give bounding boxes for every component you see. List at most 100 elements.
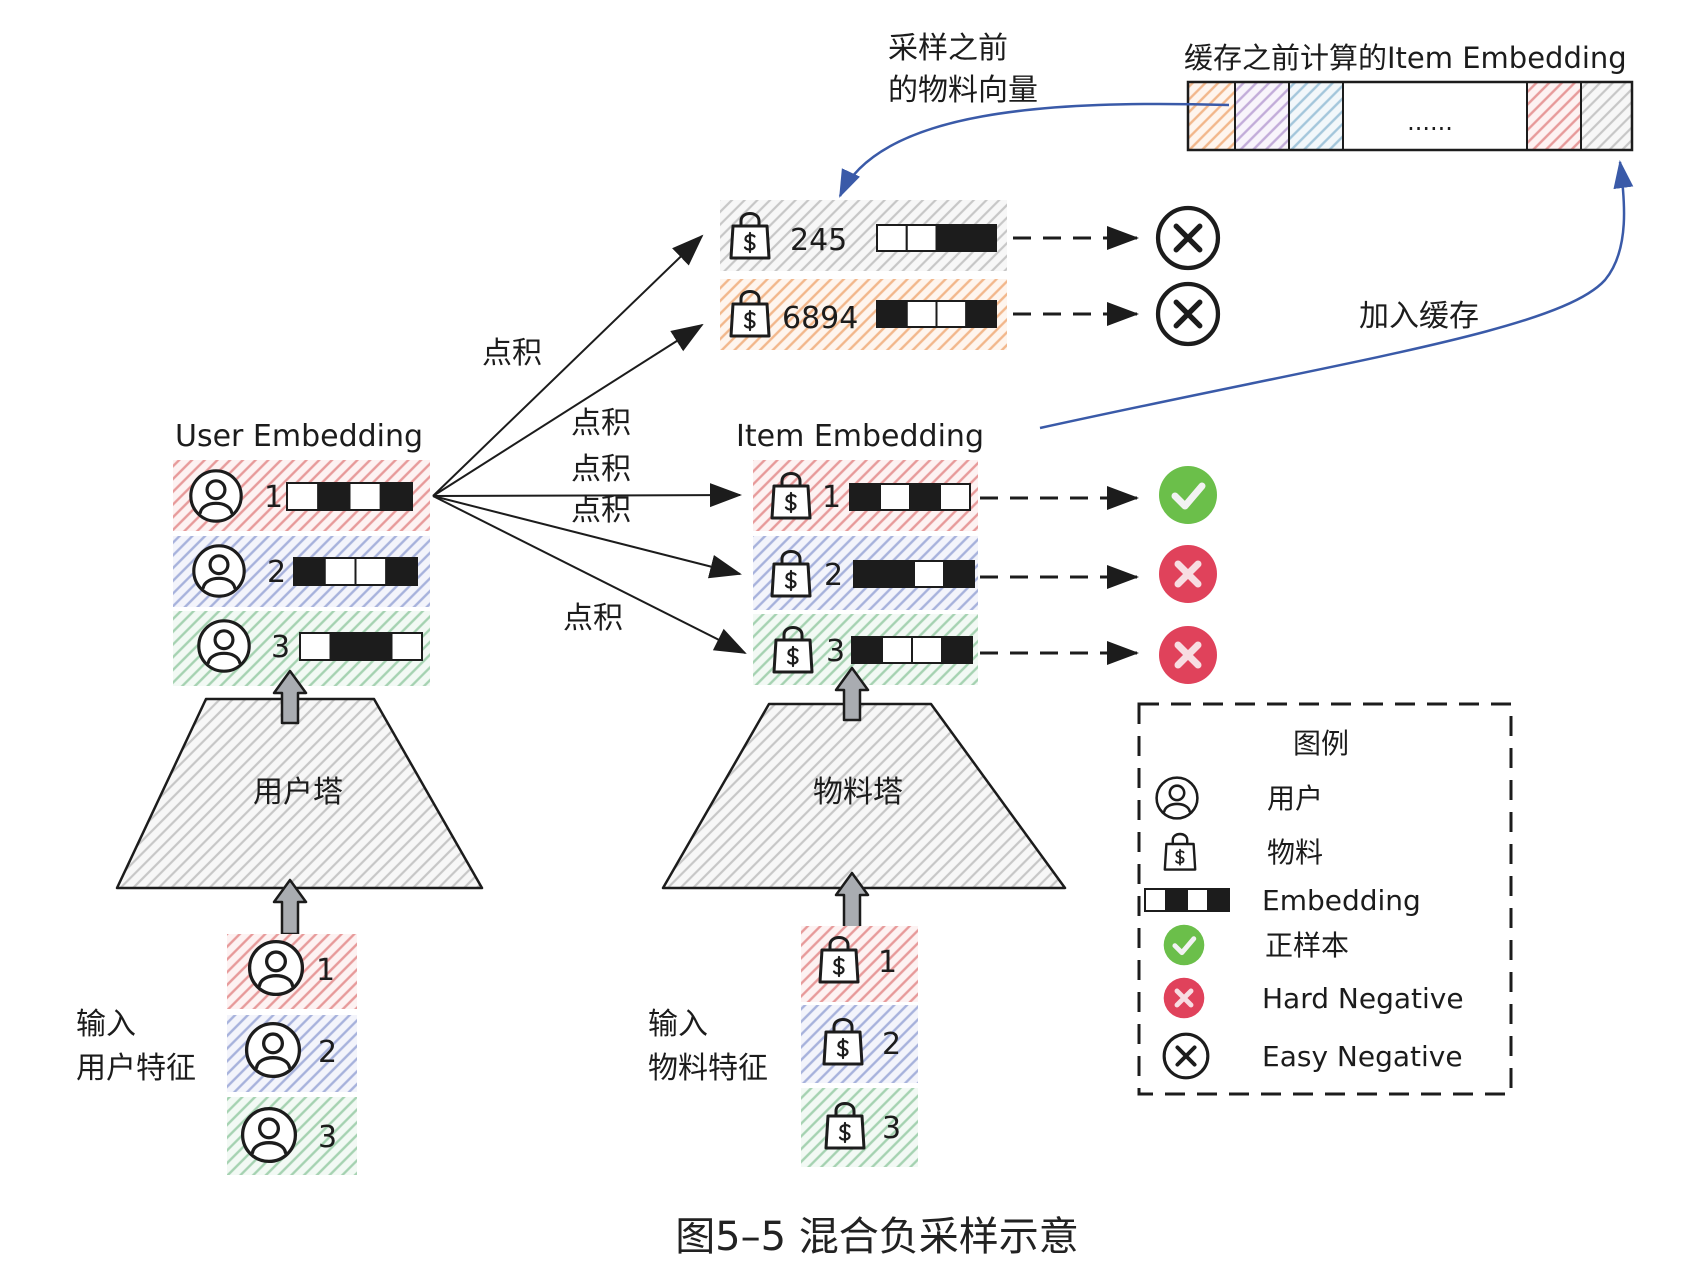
embedding-cache: 缓存之前计算的Item Embedding ...... bbox=[1184, 41, 1634, 152]
user-input-id: 2 bbox=[318, 1035, 337, 1070]
embedding-cell-filled bbox=[853, 560, 885, 588]
embedding-cell-filled bbox=[329, 632, 362, 661]
cache-slot-orange bbox=[1187, 81, 1236, 151]
red-x-circle-icon bbox=[1164, 978, 1205, 1019]
item-id: 2 bbox=[824, 558, 843, 593]
legend-label-positive: 正样本 bbox=[1265, 929, 1349, 962]
item-id: 1 bbox=[822, 480, 841, 515]
legend: 图例 用户 物料 Embedding 正样本 Hard Negative Eas… bbox=[1137, 702, 1513, 1096]
dot-product-arrow bbox=[432, 234, 704, 497]
dot-product-label: 点积 bbox=[571, 406, 631, 441]
user-tower-label: 用户塔 bbox=[253, 775, 343, 810]
user-embedding-row: 1 bbox=[173, 460, 430, 531]
legend-label-hard-negative: Hard Negative bbox=[1262, 982, 1464, 1015]
embedding-bar bbox=[293, 557, 418, 586]
dot-product-arrow bbox=[432, 483, 742, 508]
dot-product-label: 点积 bbox=[571, 493, 631, 528]
user-embedding-row: 3 bbox=[173, 611, 430, 686]
dot-product-arrows bbox=[432, 234, 747, 654]
legend-label-embedding: Embedding bbox=[1262, 884, 1421, 917]
dot-product-arrow bbox=[432, 495, 747, 654]
embedding-bar bbox=[851, 636, 973, 664]
cache-bar-outline bbox=[1186, 80, 1634, 152]
easy-negative-id: 245 bbox=[790, 223, 847, 258]
embedding-cell-empty bbox=[876, 224, 908, 252]
embedding-cell-empty bbox=[390, 632, 423, 661]
legend-label-item: 物料 bbox=[1267, 836, 1323, 869]
legend-label-user: 用户 bbox=[1267, 782, 1323, 815]
cache-slot-lightblue bbox=[1288, 81, 1344, 151]
cache-slot-gray bbox=[1580, 81, 1633, 151]
before-sampling-label-line1: 采样之前 bbox=[888, 31, 1008, 66]
embedding-cell-empty bbox=[911, 636, 943, 664]
user-input-row: 3 bbox=[227, 1097, 357, 1175]
user-input-label-line2: 用户特征 bbox=[76, 1051, 196, 1086]
embedding-cell-empty bbox=[879, 483, 911, 511]
item-input-label-line2: 物料特征 bbox=[648, 1051, 768, 1086]
embedding-bar bbox=[876, 224, 997, 252]
x-circle-icon bbox=[1158, 284, 1218, 344]
embedding-cell-empty bbox=[354, 557, 388, 586]
embedding-bar bbox=[849, 483, 971, 511]
item-input-row: 3 bbox=[801, 1088, 918, 1167]
item-input-id: 2 bbox=[882, 1027, 901, 1062]
embedding-cell-filled bbox=[883, 560, 915, 588]
cache-to-easy-negative-arrow bbox=[838, 102, 1230, 198]
user-icon bbox=[189, 469, 243, 523]
user-embedding-row: 2 bbox=[173, 536, 430, 607]
user-input-row: 1 bbox=[227, 934, 357, 1009]
cache-slot-pink bbox=[1526, 81, 1582, 151]
user-id: 3 bbox=[271, 630, 290, 665]
user-icon bbox=[1155, 776, 1199, 820]
check-circle-icon bbox=[1159, 466, 1217, 524]
embedding-cell-empty bbox=[881, 636, 913, 664]
item-embedding-row: 3 bbox=[753, 614, 1217, 685]
cache-ellipsis: ...... bbox=[1407, 108, 1453, 136]
embedding-cell-empty bbox=[1186, 888, 1209, 912]
user-icon bbox=[247, 939, 305, 997]
add-to-cache-arrow bbox=[1039, 160, 1634, 430]
easy-negative-row: 6894 bbox=[720, 279, 1218, 350]
embedding-bar bbox=[1144, 888, 1230, 912]
embedding-bar bbox=[299, 632, 423, 661]
item-input-label-line1: 输入 bbox=[648, 1007, 708, 1042]
embedding-cell-filled bbox=[1165, 888, 1188, 912]
user-input-id: 3 bbox=[318, 1120, 337, 1155]
embedding-cell-empty bbox=[1144, 888, 1167, 912]
legend-border bbox=[1137, 702, 1513, 1096]
easy-negative-id: 6894 bbox=[782, 301, 858, 336]
embedding-cell-empty bbox=[939, 483, 971, 511]
user-input-row: 2 bbox=[227, 1015, 357, 1092]
user-icon bbox=[192, 544, 246, 598]
before-sampling-label-line2: 的物料向量 bbox=[888, 73, 1038, 108]
embedding-cell-filled bbox=[293, 557, 326, 586]
x-circle-icon bbox=[1162, 1032, 1210, 1080]
item-tower bbox=[661, 702, 1067, 890]
user-icon bbox=[197, 619, 251, 673]
cache-slot-blank bbox=[1342, 81, 1528, 151]
embedding-cell-filled bbox=[909, 483, 941, 511]
embedding-bar bbox=[853, 560, 975, 588]
embedding-cell-filled bbox=[379, 482, 413, 511]
embedding-cell-filled bbox=[941, 636, 973, 664]
figure-caption: 图5–5 混合负采样示意 bbox=[675, 1214, 1079, 1260]
dot-product-arrow bbox=[432, 495, 742, 579]
item-input-row: 1 bbox=[801, 926, 918, 1002]
cache-title: 缓存之前计算的Item Embedding bbox=[1184, 41, 1627, 75]
embedding-cell-filled bbox=[943, 560, 975, 588]
embedding-cell-empty bbox=[323, 557, 357, 586]
dot-product-label: 点积 bbox=[482, 336, 542, 371]
embedding-cell-empty bbox=[913, 560, 945, 588]
dot-product-label: 点积 bbox=[563, 601, 623, 636]
check-circle-icon bbox=[1164, 925, 1205, 966]
embedding-cell-filled bbox=[385, 557, 418, 586]
embedding-cell-empty bbox=[299, 632, 332, 661]
item-input-id: 1 bbox=[878, 945, 897, 980]
red-x-circle-icon bbox=[1159, 626, 1217, 684]
cache-slot-purple bbox=[1234, 81, 1290, 151]
user-embedding-title: User Embedding bbox=[175, 419, 423, 454]
embedding-cell-empty bbox=[905, 224, 938, 252]
user-input-label-line1: 输入 bbox=[76, 1007, 136, 1042]
embedding-cell-filled bbox=[935, 224, 968, 252]
embedding-cell-empty bbox=[286, 482, 320, 511]
